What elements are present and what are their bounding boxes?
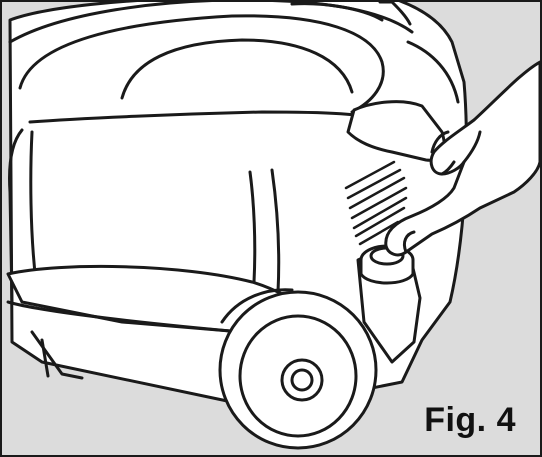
vent-grille xyxy=(344,160,408,246)
hand-icon xyxy=(384,60,540,257)
cord-rewind-button xyxy=(359,244,415,285)
figure-caption: Fig. 4 xyxy=(424,401,516,439)
wheel xyxy=(218,288,378,450)
